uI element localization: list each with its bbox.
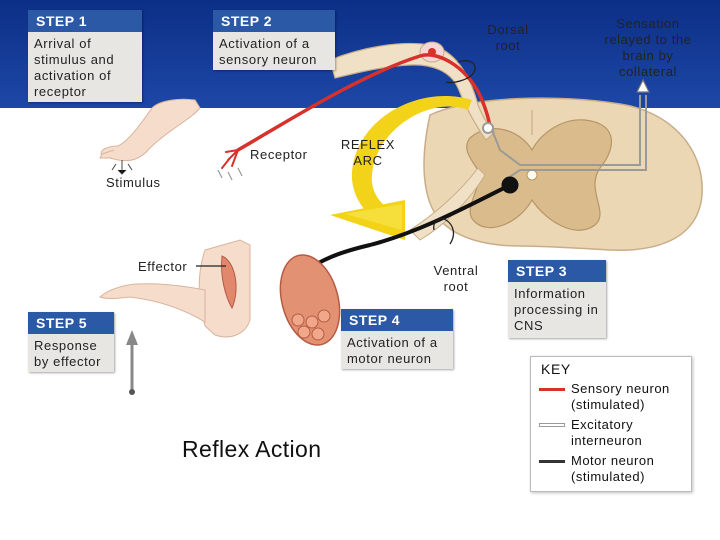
ventral-root-label: Ventral root [433,263,479,294]
spinal-cord [423,97,703,251]
step-5-box: STEP 5 Response by effector [28,312,114,372]
step-4-text: Activation of a motor neuron [347,335,438,366]
step-2-box: STEP 2 Activation of a sensory neuron [213,10,335,70]
step-4-box: STEP 4 Activation of a motor neuron [341,309,453,369]
key-item-interneuron: Excitatory interneuron [571,417,643,448]
key-legend: KEY Sensory neuron (stimulated) Excitato… [530,356,692,492]
step-1-header: STEP 1 [28,10,142,32]
arm-illustration [98,239,251,338]
receptor-label: Receptor [250,147,308,162]
sensory-neuron [221,53,492,169]
stimulus-marks [111,160,133,175]
diagram-title: Reflex Action [182,436,322,462]
step-5-header: STEP 5 [28,312,114,334]
step-3-text: Information processing in CNS [514,286,599,333]
label-leaders [196,60,476,267]
interneuron [482,95,647,181]
step-4-header: STEP 4 [341,309,453,331]
motor-neuron-swatch [539,460,565,463]
reflex-arc-arrow [330,96,472,240]
effector-label: Effector [138,259,188,274]
step-2-header: STEP 2 [213,10,335,32]
step-3-box: STEP 3 Information processing in CNS [508,260,606,338]
interneuron-swatch [539,423,565,427]
key-item-motor: Motor neuron (stimulated) [571,453,655,484]
dorsal-root-label: Dorsal root [487,22,529,53]
collateral-arrow [636,78,650,93]
step-3-header: STEP 3 [508,260,606,282]
sensory-neuron-swatch [539,388,565,391]
step-1-box: STEP 1 Arrival of stimulus and activatio… [28,10,142,102]
receptor-marks [217,167,243,181]
reflex-arc-label: REFLEX ARC [340,137,396,168]
step-1-text: Arrival of stimulus and activation of re… [34,36,115,99]
key-item-sensory: Sensory neuron (stimulated) [571,381,670,412]
step-2-text: Activation of a sensory neuron [219,36,318,67]
response-arrow [126,330,138,395]
key-title: KEY [541,361,571,377]
stimulus-label: Stimulus [106,175,161,190]
forearm-illustration [99,98,201,162]
sensation-label: Sensation relayed to the brain by collat… [604,16,692,79]
muscle-bundle [279,254,341,346]
step-5-text: Response by effector [34,338,102,369]
